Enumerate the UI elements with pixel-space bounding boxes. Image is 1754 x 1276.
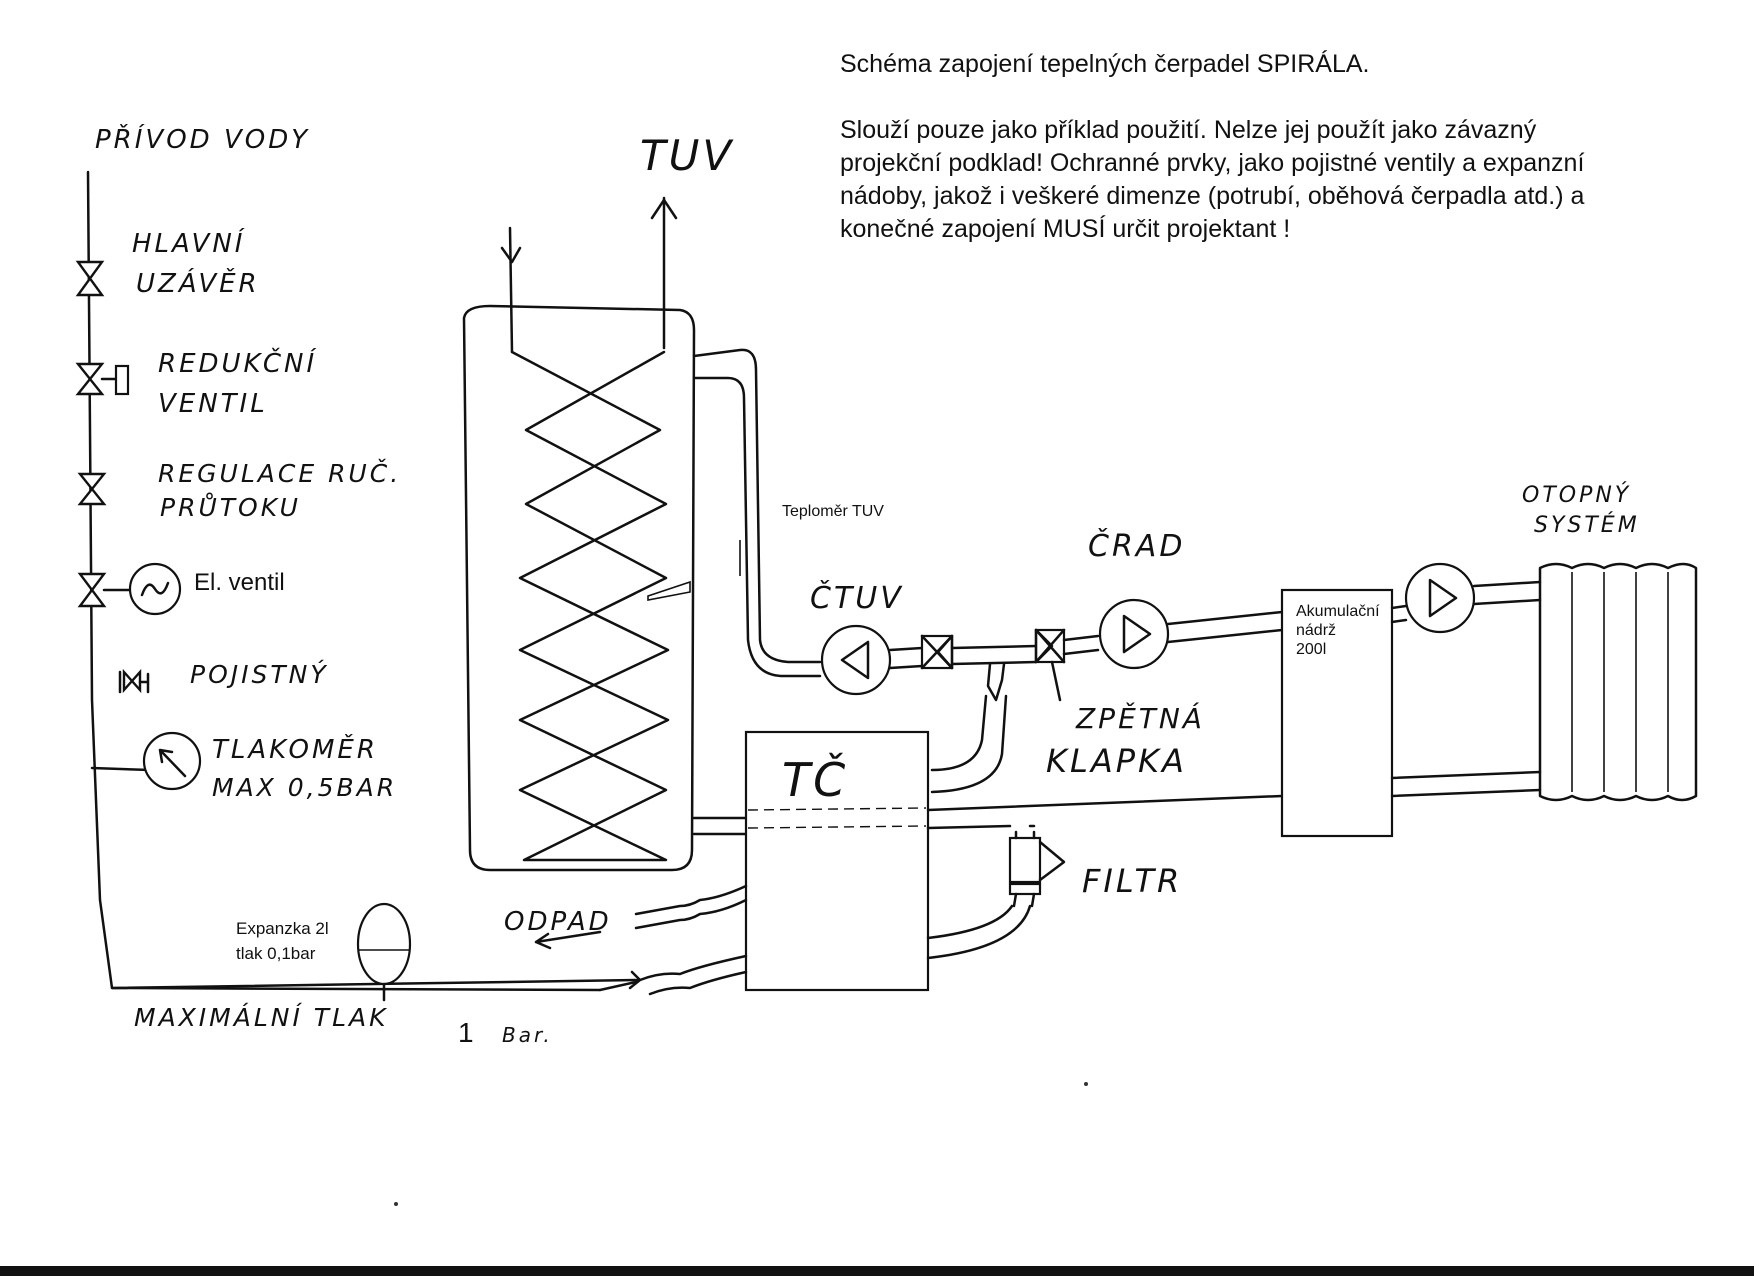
accumulation-label-1: Akumulační — [1296, 603, 1380, 620]
pipe-to-accumulation — [1166, 628, 1284, 644]
pressure-gauge-icon — [142, 731, 202, 791]
description-block: Schéma zapojení tepelných čerpadel SPIRÁ… — [840, 48, 1740, 246]
flow-regulation-label-1: REGULACE RUČ. — [158, 458, 401, 488]
waste-label: ODPAD — [504, 907, 612, 937]
accumulation-label-2: nádrž — [1296, 622, 1336, 639]
expansion-label-1: Expanzka 2l — [236, 919, 329, 938]
water-supply-label: PŘÍVOD VODY — [95, 123, 310, 155]
pipe-tc-to-filter — [926, 824, 1012, 830]
max-pressure-unit: Bar. — [502, 1023, 553, 1047]
pipe-tank-return — [692, 376, 822, 678]
pipe-filter-to-tc — [926, 904, 1014, 940]
safety-valve-icon — [118, 668, 150, 694]
accumulation-tank — [1280, 588, 1394, 838]
max-pressure-value: 1 — [458, 1017, 474, 1048]
thermometer-icon — [647, 540, 741, 601]
pipe-segment — [888, 664, 924, 670]
disclaimer-line-2: projekční podklad! Ochranné prvky, jako … — [840, 149, 1585, 177]
disclaimer-line-4: konečné zapojení MUSÍ určit projektant ! — [840, 215, 1291, 243]
scan-speck — [394, 1202, 398, 1206]
diagram-title: Schéma zapojení tepelných čerpadel SPIRÁ… — [840, 50, 1370, 78]
check-valve-icon — [1034, 628, 1066, 664]
main-shutoff-label-2: UZÁVĚR — [136, 267, 260, 299]
flow-regulation-label-2: PRŮTOKU — [160, 492, 301, 522]
expansion-vessel-icon — [356, 902, 412, 1002]
pressure-gauge-label-2: MAX 0,5BAR — [212, 773, 397, 802]
thermometer-label: Teploměr TUV — [782, 503, 884, 520]
pipe-segment — [1062, 648, 1100, 656]
pipe-tank-to-pump — [692, 348, 822, 664]
scan-bottom-edge — [0, 1266, 1754, 1276]
check-valve-icon — [920, 634, 954, 670]
solenoid-valve-icon — [77, 562, 182, 616]
waste-outlet — [534, 884, 748, 950]
pipe-segment — [888, 646, 924, 652]
check-valve-label-2: KLAPKA — [1046, 742, 1187, 780]
pipe-filter-to-tc — [926, 904, 1032, 960]
pump-rad-label: ČRAD — [1088, 527, 1185, 564]
pump-tuv-label: ČTUV — [810, 579, 904, 616]
disclaimer-line-3: nádoby, jakož i veškeré dimenze (potrubí… — [840, 182, 1585, 210]
heating-label-1: OTOPNÝ — [1522, 482, 1631, 508]
tee-fitting — [986, 662, 1006, 702]
pipe-tc-to-accumulation — [926, 794, 1284, 812]
pipe-supply-to-tc — [638, 954, 748, 982]
pump-icon — [820, 624, 892, 696]
heating-label-2: SYSTÉM — [1534, 512, 1640, 538]
pipe-segment — [950, 644, 1038, 650]
pipe-to-radiator — [1472, 580, 1542, 588]
filter-icon — [1008, 830, 1066, 908]
accumulation-label-3: 200l — [1296, 641, 1326, 658]
heat-pump-unit — [744, 730, 930, 992]
pipe-segment — [1062, 634, 1100, 642]
pipe-to-radiator — [1472, 598, 1542, 606]
scan-speck — [1084, 1082, 1088, 1086]
check-valve-label-1: ZPĚTNÁ — [1075, 701, 1205, 735]
pipe-radiator-return — [1390, 788, 1542, 798]
main-shutoff-label-1: HLAVNÍ — [132, 227, 245, 259]
gate-valve-icon — [75, 260, 105, 297]
tuv-label: TUV — [640, 131, 734, 180]
dhw-tank — [462, 196, 696, 872]
radiator-icon — [1538, 562, 1698, 802]
pipe-segment — [950, 660, 1038, 666]
reducing-valve-icon — [75, 362, 130, 396]
heat-pump-label: TČ — [782, 752, 848, 807]
reducing-valve-label-2: VENTIL — [158, 389, 268, 419]
pipe-segment — [1390, 618, 1408, 624]
pipe-to-tc — [930, 694, 1008, 794]
pump-icon — [1098, 598, 1170, 670]
expansion-label-2: tlak 0,1bar — [236, 944, 316, 963]
pipe-to-tc — [930, 694, 988, 772]
reducing-valve-label-1: REDUKČNÍ — [158, 347, 317, 379]
pressure-gauge-label-1: TLAKOMĚR — [212, 733, 378, 765]
pipe-supply-to-tc — [648, 970, 748, 996]
disclaimer-line-1: Slouží pouze jako příklad použití. Nelze… — [840, 116, 1537, 144]
pipe-to-accumulation — [1166, 610, 1284, 626]
pipe-segment — [1390, 604, 1408, 610]
filter-label: FILTR — [1082, 862, 1182, 900]
pipe-radiator-return — [1390, 770, 1542, 780]
safety-valve-label: POJISTNÝ — [190, 660, 329, 689]
gate-valve-icon — [77, 472, 107, 506]
pump-icon — [1404, 562, 1476, 634]
max-pressure-label: MAXIMÁLNÍ TLAK — [134, 1003, 389, 1032]
check-valve-pointer — [1050, 660, 1062, 702]
el-valve-label: El. ventil — [194, 569, 285, 596]
